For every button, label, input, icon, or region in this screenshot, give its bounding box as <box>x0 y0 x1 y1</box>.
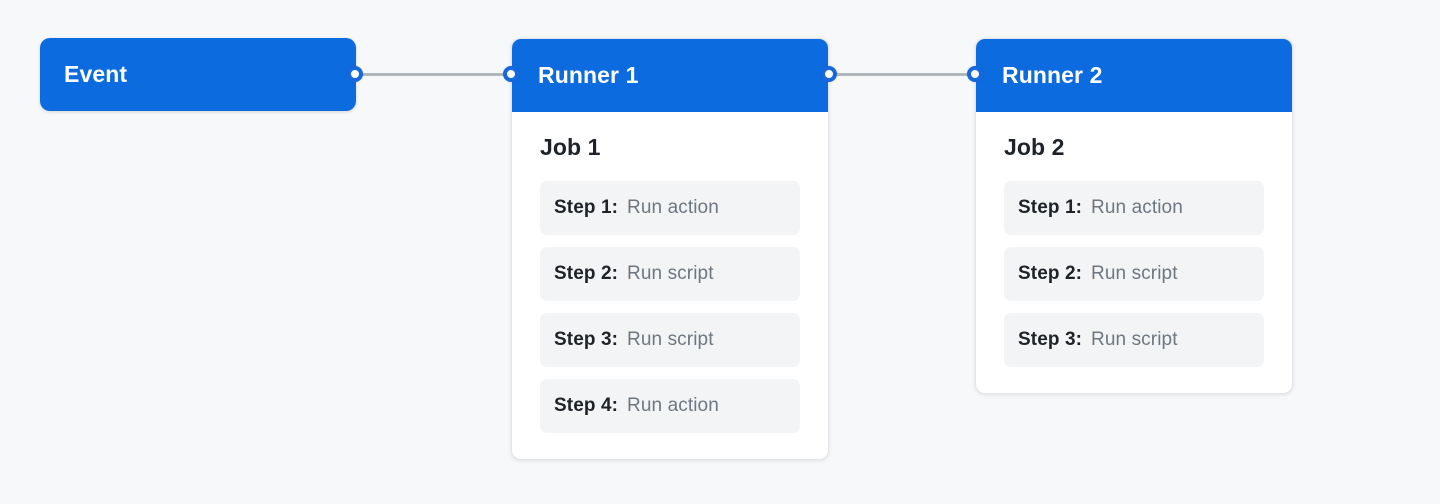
runner-1-header: Runner 1 <box>512 39 828 112</box>
step-key: Step 1: <box>1018 197 1083 218</box>
runner-2-job-title: Job 2 <box>1004 134 1065 160</box>
step-key: Step 3: <box>554 329 619 350</box>
step-value: Run script <box>627 263 714 284</box>
step-item[interactable]: Step 1: Run action <box>1004 181 1264 235</box>
step-key: Step 2: <box>554 263 619 284</box>
step-key: Step 1: <box>554 197 619 218</box>
step-key: Step 3: <box>1018 329 1083 350</box>
step-key: Step 2: <box>1018 263 1083 284</box>
runner-2-title: Runner 2 <box>1002 62 1103 88</box>
step-value: Run action <box>1091 197 1183 218</box>
step-item[interactable]: Step 3: Run script <box>540 313 800 367</box>
runner-1-job-title: Job 1 <box>540 134 601 160</box>
step-value: Run script <box>1091 329 1178 350</box>
step-value: Run script <box>627 329 714 350</box>
node-runner-1[interactable]: Runner 1 Job 1 Step 1: Run action Step 2… <box>511 38 829 460</box>
step-value: Run action <box>627 197 719 218</box>
port-runner-2-input[interactable] <box>967 66 983 82</box>
step-item[interactable]: Step 1: Run action <box>540 181 800 235</box>
step-item[interactable]: Step 2: Run script <box>540 247 800 301</box>
port-event-output[interactable] <box>347 66 363 82</box>
runner-2-header: Runner 2 <box>976 39 1292 112</box>
node-event[interactable]: Event <box>40 38 356 111</box>
runner-1-step-list: Step 1: Run action Step 2: Run script St… <box>540 181 800 433</box>
step-item[interactable]: Step 2: Run script <box>1004 247 1264 301</box>
step-key: Step 4: <box>554 395 619 416</box>
edge-runner1-to-runner2 <box>826 73 976 76</box>
runner-2-body: Job 2 Step 1: Run action Step 2: Run scr… <box>976 112 1292 393</box>
step-item[interactable]: Step 3: Run script <box>1004 313 1264 367</box>
runner-1-body: Job 1 Step 1: Run action Step 2: Run scr… <box>512 112 828 459</box>
port-runner-1-output[interactable] <box>821 66 837 82</box>
runner-1-title: Runner 1 <box>538 62 639 88</box>
step-value: Run script <box>1091 263 1178 284</box>
event-label: Event <box>64 61 128 87</box>
edge-event-to-runner1 <box>358 73 510 76</box>
step-item[interactable]: Step 4: Run action <box>540 379 800 433</box>
runner-2-step-list: Step 1: Run action Step 2: Run script St… <box>1004 181 1264 367</box>
node-runner-2[interactable]: Runner 2 Job 2 Step 1: Run action Step 2… <box>975 38 1293 394</box>
port-runner-1-input[interactable] <box>503 66 519 82</box>
step-value: Run action <box>627 395 719 416</box>
